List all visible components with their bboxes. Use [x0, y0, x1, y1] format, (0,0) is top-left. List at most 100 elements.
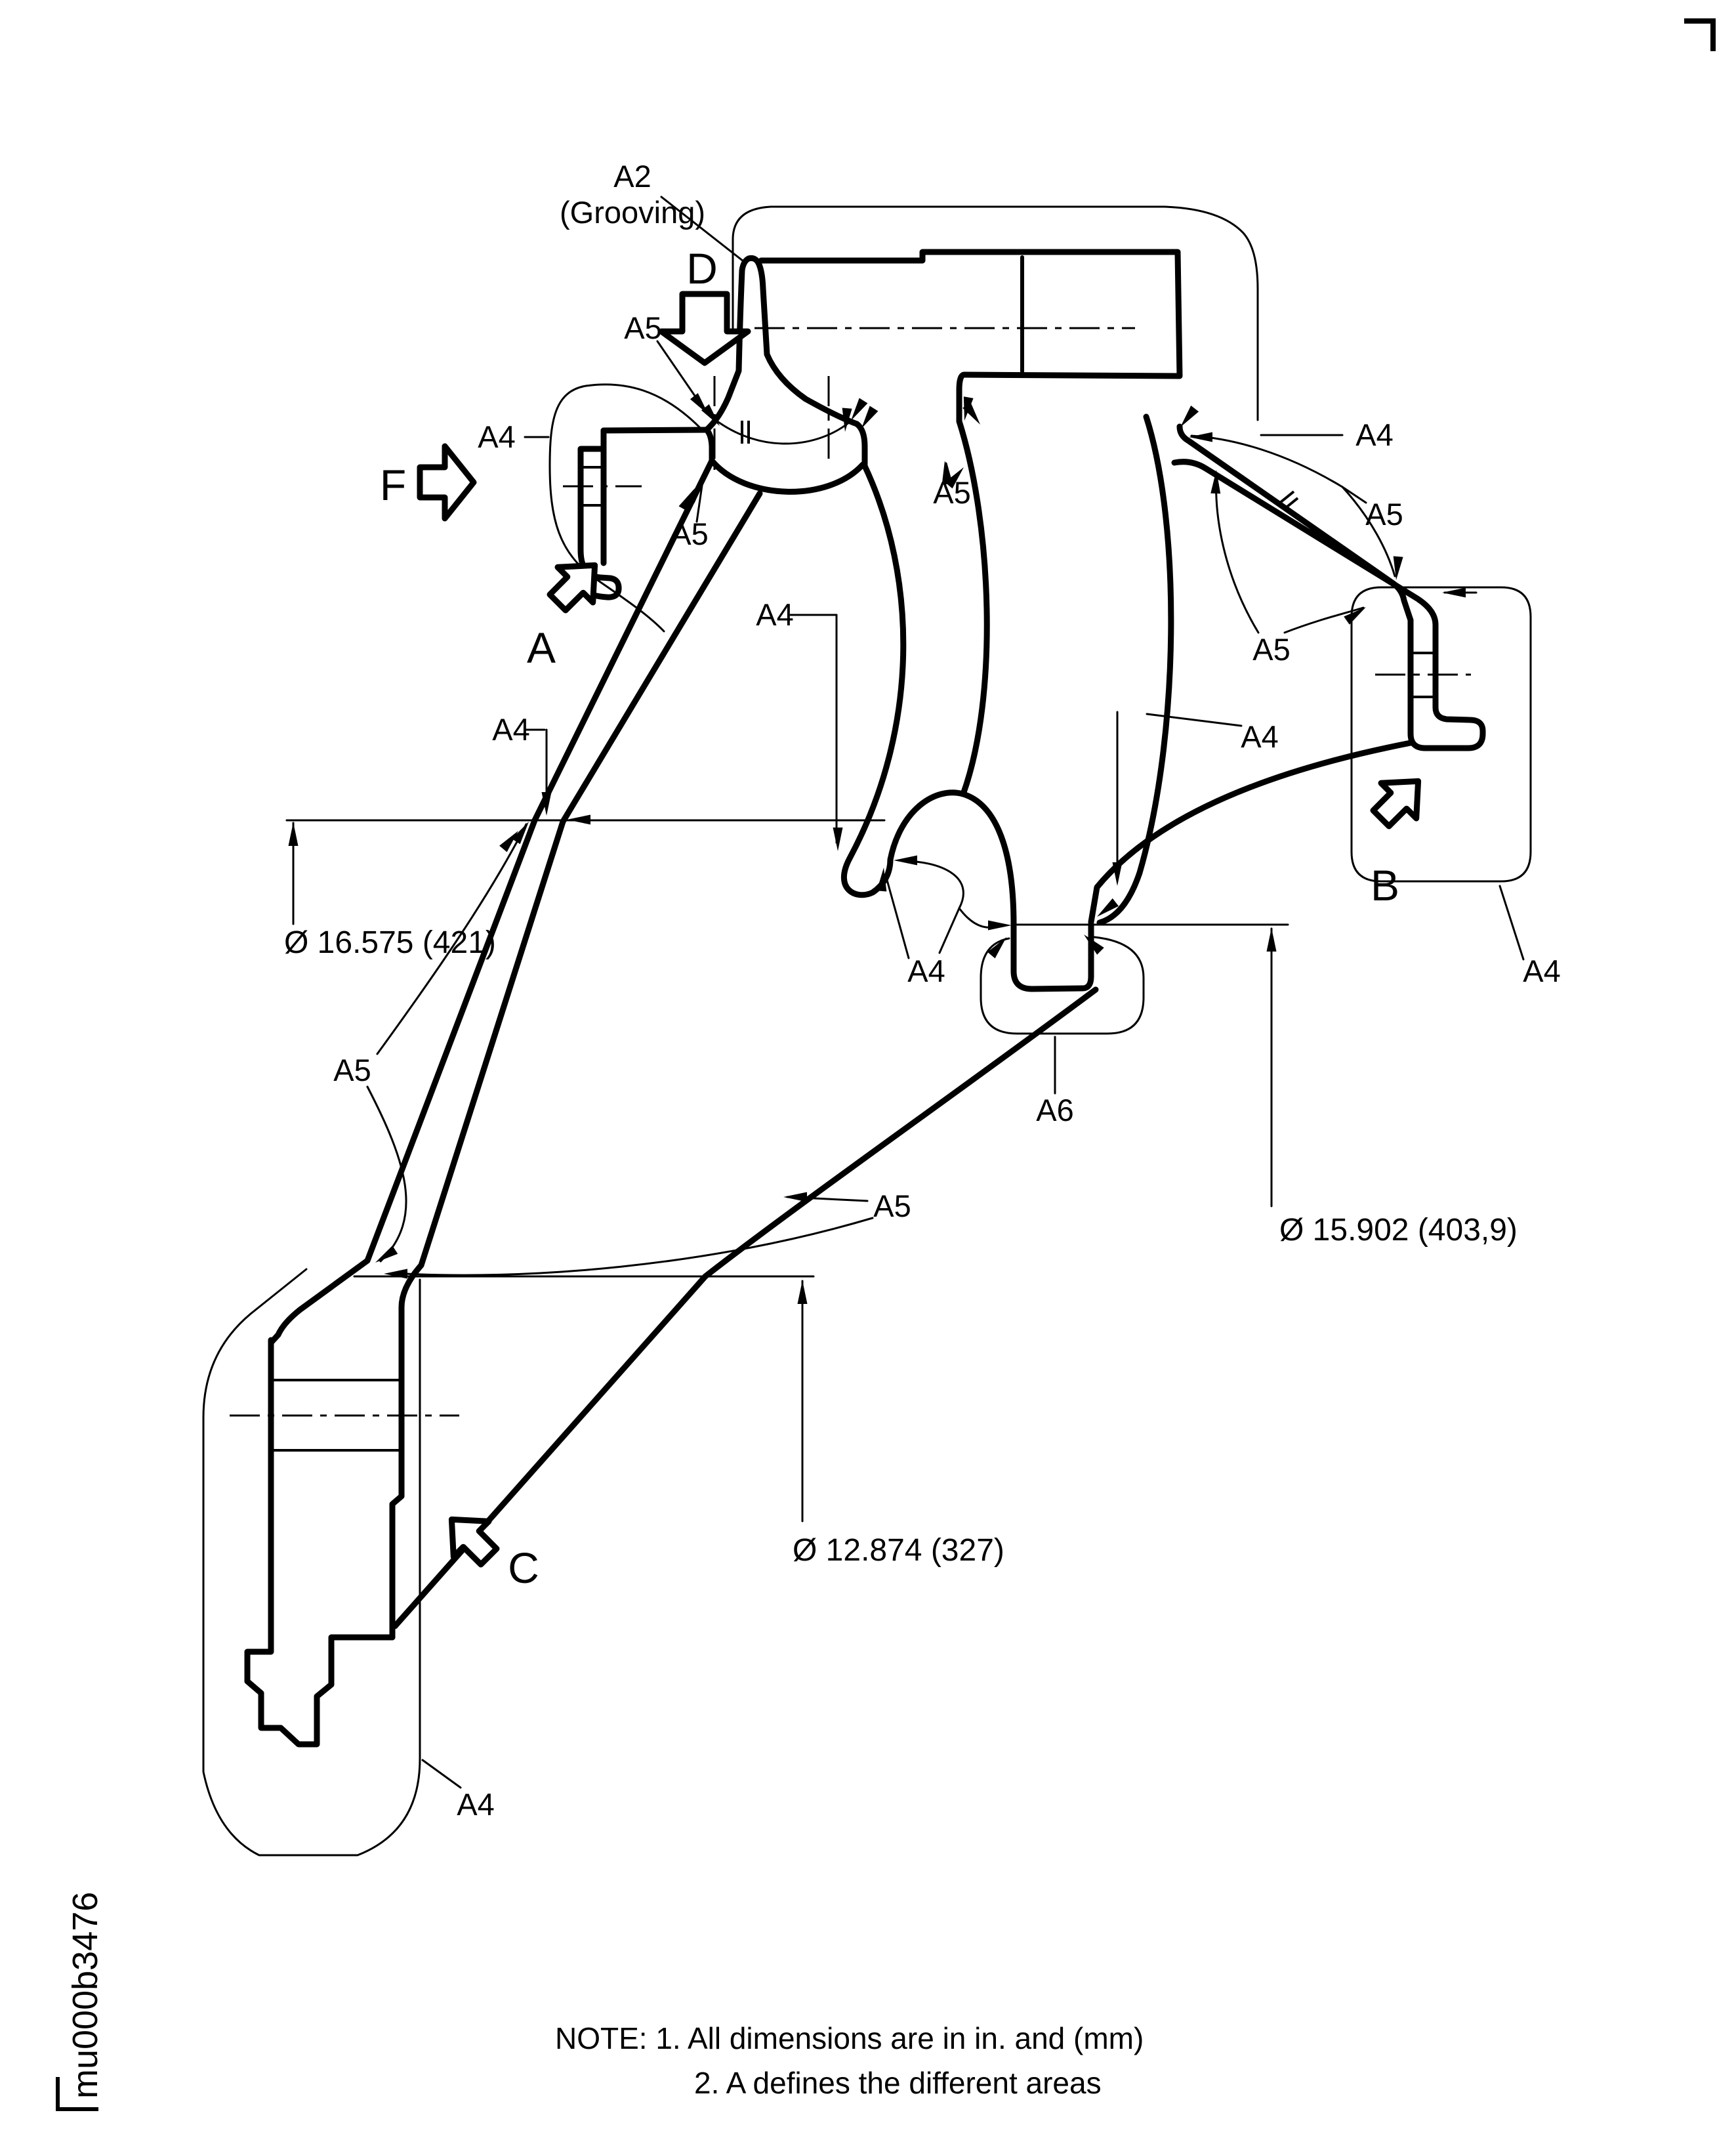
a2-leader: [660, 196, 745, 262]
a5-rightmid-arc1: [1215, 472, 1260, 634]
label-a5-mid-low: A5: [873, 1188, 911, 1223]
leader-arrowhead: [384, 1269, 407, 1279]
label-a2: A2: [613, 159, 651, 194]
leader-arrowhead: [1344, 607, 1366, 625]
dim-bore-diameter: Ø 12.874 (327): [793, 1533, 1004, 1568]
a4-slot-leader2: [938, 907, 961, 954]
leader-arrowhead: [894, 855, 917, 866]
label-view-a: A: [527, 623, 556, 672]
corner-mark-top-right: [1684, 18, 1716, 51]
leader-arrowhead: [797, 1280, 808, 1304]
rim-top-face: [758, 249, 1183, 425]
leader-arrowhead: [567, 814, 590, 825]
leader-arrowhead: [833, 828, 843, 851]
label-a5-under-left: A5: [671, 516, 709, 551]
label-a5-right-top: A5: [1365, 497, 1403, 532]
leader-arrowhead: [1442, 587, 1466, 598]
leader-arrowhead: [987, 937, 1006, 959]
label-view-c: C: [508, 1543, 539, 1592]
right-cavity-wall: [1096, 413, 1174, 926]
a6-area-boundary: [980, 936, 1145, 1035]
bore-profile: [244, 1337, 396, 1748]
leader-arrowhead: [701, 404, 720, 426]
front-face-line1: [268, 457, 715, 1346]
format-marks: [56, 18, 1716, 2111]
label-view-d: D: [686, 244, 718, 293]
web-right-face: [392, 986, 1099, 1629]
right-arm-underside-lower: [1088, 740, 1414, 925]
a4-slot-scurve-left: [901, 860, 964, 910]
detail-lines: [271, 421, 1436, 1452]
hub-area-boundary: [202, 1268, 421, 1857]
label-a4-hub: A4: [457, 1787, 495, 1822]
note-line-2: 2. A defines the different areas: [694, 2066, 1102, 2100]
centerlines: [230, 327, 1471, 1417]
a4-cavity-dash: [1146, 713, 1243, 727]
leader-arrowhead: [962, 402, 980, 425]
label-a4-cavity: A4: [1241, 719, 1279, 754]
leader-arrowhead: [988, 920, 1012, 931]
leader-arrowhead: [1189, 432, 1212, 442]
leader-arrowhead: [783, 1192, 807, 1202]
label-a2-grooving: (Grooving): [560, 195, 705, 230]
view-f-arrow-icon: [417, 443, 477, 522]
leader-arrowhead: [861, 406, 878, 429]
label-a4-left: A4: [478, 419, 516, 454]
a4-hub-leader: [421, 1759, 462, 1789]
label-a5-right-mid: A5: [1252, 632, 1291, 667]
a5-right-dash: [1341, 486, 1367, 504]
front-face-line2: [389, 490, 763, 1641]
leader-arrowhead: [1210, 470, 1221, 494]
view-c-arrow-icon: [448, 1516, 500, 1568]
leader-arrowhead: [541, 792, 552, 816]
doc-number: mu000b3476: [66, 1892, 105, 2099]
leader-arrowhead: [1266, 928, 1277, 952]
label-a5-center: A5: [933, 475, 971, 510]
view-d-arrow-icon: [658, 291, 751, 366]
leader-arrowhead: [375, 1246, 398, 1263]
leader-arrowhead: [678, 488, 695, 511]
groove-notch: [703, 255, 868, 469]
neck-right-wall: [956, 418, 990, 797]
leader-arrowhead: [945, 467, 964, 489]
area-boundaries: [202, 205, 1532, 1857]
leader-arrowhead: [1097, 898, 1119, 917]
leader-arrowhead: [941, 461, 952, 485]
view-b-arrow-icon: [1370, 778, 1422, 829]
leader-arrowheads: [288, 393, 1466, 1304]
leader-arrowhead: [499, 831, 518, 852]
label-a4-b-region: A4: [1523, 954, 1561, 988]
a5-right-arc2: [1341, 486, 1396, 577]
label-a5-left-low: A5: [333, 1053, 371, 1087]
surface-tick-right-b: [1283, 497, 1299, 511]
leader-arrowhead: [288, 822, 299, 846]
view-a-arrow-icon: [547, 562, 598, 614]
surface-tick-right-a: [1279, 490, 1295, 504]
dim-outer-diameter: Ø 16.575 (421): [284, 925, 496, 960]
label-a6: A6: [1036, 1093, 1074, 1127]
leader-arrowhead: [877, 868, 887, 892]
leader-arrowhead: [1112, 862, 1123, 886]
label-a4-web-mid: A4: [756, 597, 794, 632]
leader-arrowhead: [1084, 934, 1104, 955]
a5-topleft-arc: [706, 412, 850, 445]
leader-arrowhead: [1393, 556, 1403, 580]
note-line-1: NOTE: 1. All dimensions are in in. and (…: [555, 2021, 1144, 2055]
a6-slot: [1010, 921, 1094, 992]
leader-arrowhead: [842, 408, 852, 432]
label-view-f: F: [380, 461, 406, 509]
left-area-boundary: [548, 383, 705, 633]
a4-slot-leader1: [884, 874, 910, 959]
b-area-boundary: [1350, 586, 1532, 883]
corner-mark-bottom-left: [56, 2077, 98, 2111]
label-a4-top-right: A4: [1355, 417, 1394, 452]
label-view-b: B: [1371, 861, 1399, 910]
leader-arrowhead: [1180, 406, 1199, 427]
rim-area-boundary: [732, 205, 1259, 421]
label-a4-slot: A4: [907, 954, 945, 988]
dim-mid-diameter: Ø 15.902 (403,9): [1279, 1213, 1518, 1248]
left-arm-right-edge: [703, 427, 715, 464]
a4-bregion-leader: [1498, 885, 1525, 961]
